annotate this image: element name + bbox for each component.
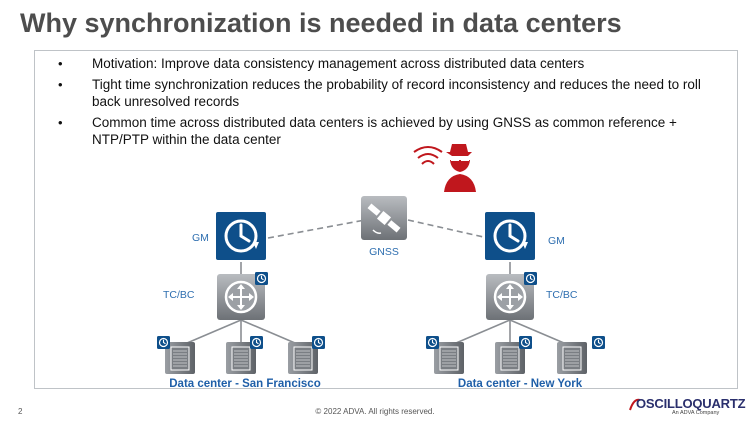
tcbc-label: TC/BC	[163, 289, 195, 301]
gm-label: GM	[192, 232, 209, 244]
bullet-item: Common time across distributed data cent…	[52, 114, 712, 148]
small-clock-icon	[254, 271, 269, 286]
page-number: 2	[18, 407, 23, 416]
server-icon	[556, 341, 588, 375]
small-clock-icon	[425, 335, 440, 350]
logo-text: OSCILLOQUARTZ	[636, 396, 746, 411]
gnss-link-left	[267, 219, 366, 239]
gm-clock-icon	[483, 210, 537, 262]
small-clock-icon	[518, 335, 533, 350]
dc-label: Data center - New York	[458, 378, 583, 390]
logo-swoosh-icon	[629, 398, 641, 411]
small-clock-icon	[311, 335, 326, 350]
dc-label: Data center - San Francisco	[169, 378, 320, 390]
small-clock-icon	[523, 271, 538, 286]
bullet-item: Tight time synchronization reduces the p…	[52, 76, 712, 110]
gnss-satellite-icon	[361, 196, 407, 240]
hacker-threat-icon	[413, 144, 476, 192]
small-clock-icon	[249, 335, 264, 350]
content-frame	[34, 50, 738, 389]
datacenter-san-francisco: GM TC/BC Data center - San Francisco	[156, 210, 326, 390]
slide-title: Why synchronization is needed in data ce…	[20, 8, 622, 38]
oscilloquartz-logo: OSCILLOQUARTZ An ADVA Company	[628, 396, 746, 418]
datacenter-new-york: GM TC/BC Data center - New York	[425, 210, 606, 390]
logo-subtext: An ADVA Company	[672, 410, 720, 416]
bullet-item: Motivation: Improve data consistency man…	[52, 55, 712, 72]
gnss-link-right	[407, 219, 489, 239]
gnss-label: GNSS	[369, 246, 399, 258]
copyright-text: © 2022 ADVA. All rights reserved.	[315, 407, 435, 416]
gm-label: GM	[548, 235, 565, 247]
tcbc-label: TC/BC	[546, 289, 578, 301]
bullet-list: Motivation: Improve data consistency man…	[52, 55, 712, 152]
small-clock-icon	[591, 335, 606, 350]
gm-clock-icon	[214, 210, 268, 262]
small-clock-icon	[156, 335, 171, 350]
